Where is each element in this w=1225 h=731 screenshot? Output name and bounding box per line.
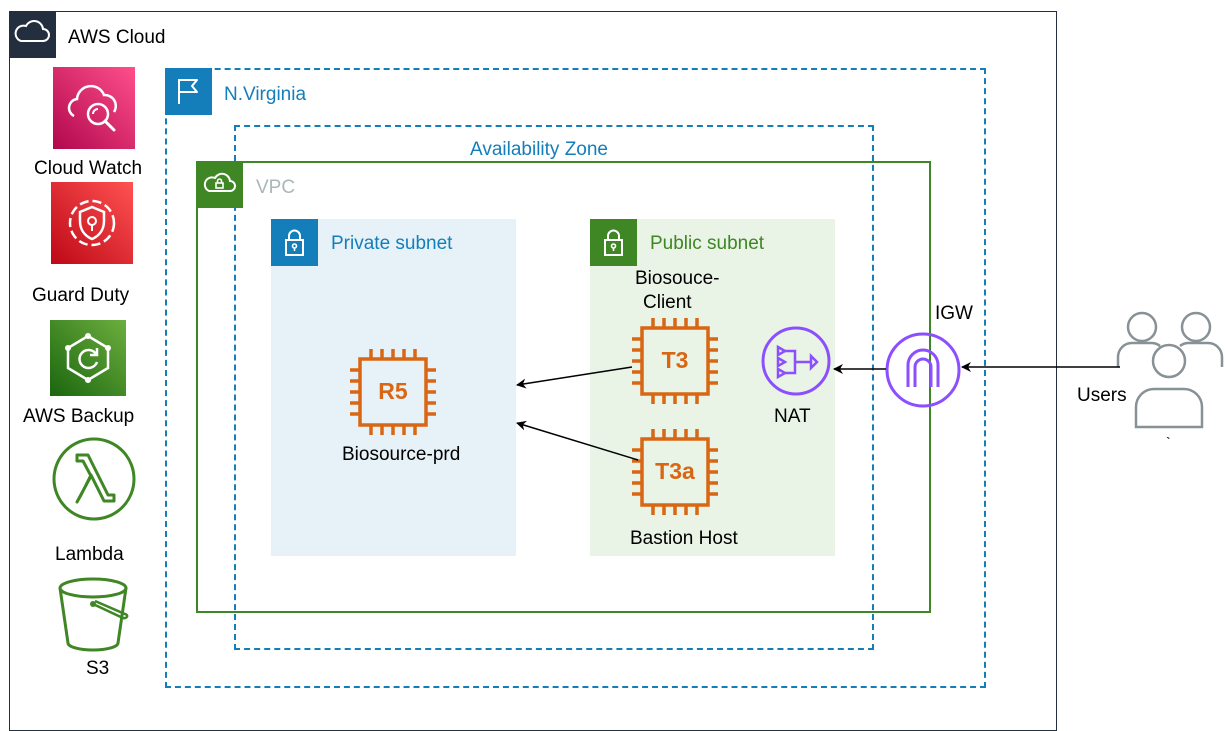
private-subnet-title: Private subnet [331, 233, 453, 254]
lock-icon [285, 229, 304, 256]
region-title: N.Virginia [224, 84, 307, 105]
aws-cloud-title: AWS Cloud [68, 27, 166, 48]
flag-icon [178, 79, 198, 104]
vpc-title: VPC [256, 177, 296, 198]
ec2-r5-name: Biosource-prd [342, 444, 461, 465]
ec2-t3-instance-icon [628, 314, 722, 408]
ec2-r5-type: R5 [378, 378, 408, 404]
users-label: Users [1077, 385, 1127, 407]
availability-zone-title: Availability Zone [470, 139, 609, 160]
ec2-t3-name-line1: Biosouce- [635, 268, 720, 289]
igw-label: IGW [935, 303, 973, 324]
cloudwatch-icon [67, 84, 118, 132]
public-subnet-group [590, 219, 835, 556]
ec2-t3a-instance-icon [628, 425, 722, 519]
backup-label: AWS Backup [23, 406, 135, 427]
cloudwatch-tile [53, 67, 135, 149]
backup-icon [65, 333, 111, 383]
cloudwatch-label: Cloud Watch [34, 158, 143, 179]
private-subnet-badge [271, 219, 318, 266]
lock-icon [604, 229, 623, 256]
guardduty-tile [51, 182, 133, 264]
nat-gateway-icon [760, 325, 832, 397]
region-group [165, 68, 986, 688]
guardduty-icon [68, 199, 116, 247]
aws-cloud-badge [9, 11, 56, 58]
ec2-t3a-type: T3a [655, 458, 695, 484]
cloud-icon [14, 20, 50, 42]
ec2-t3-type: T3 [661, 347, 689, 373]
vpc-badge [196, 161, 243, 208]
private-subnet-group [271, 219, 516, 556]
ec2-t3-name-line2: Client [643, 292, 692, 313]
s3-label: S3 [86, 658, 110, 679]
nat-label: NAT [774, 406, 811, 427]
backup-tile [50, 320, 126, 396]
lambda-icon [47, 432, 141, 526]
availability-zone-group [234, 125, 874, 650]
users-icon [1112, 309, 1224, 437]
public-subnet-badge [590, 219, 637, 266]
internet-gateway-icon [884, 331, 962, 409]
region-badge [165, 68, 212, 115]
public-subnet-title: Public subnet [650, 233, 765, 254]
guardduty-label: Guard Duty [32, 285, 130, 306]
s3-bucket-icon [55, 572, 135, 652]
users-note: ` [1166, 434, 1171, 450]
arrow-t3a-to-r5 [516, 420, 639, 461]
lambda-label: Lambda [55, 544, 124, 565]
ec2-r5-instance-icon [346, 345, 440, 439]
vpc-cloud-lock-icon [203, 172, 236, 192]
ec2-t3a-name: Bastion Host [630, 528, 738, 549]
arrow-t3-to-r5 [516, 366, 633, 389]
